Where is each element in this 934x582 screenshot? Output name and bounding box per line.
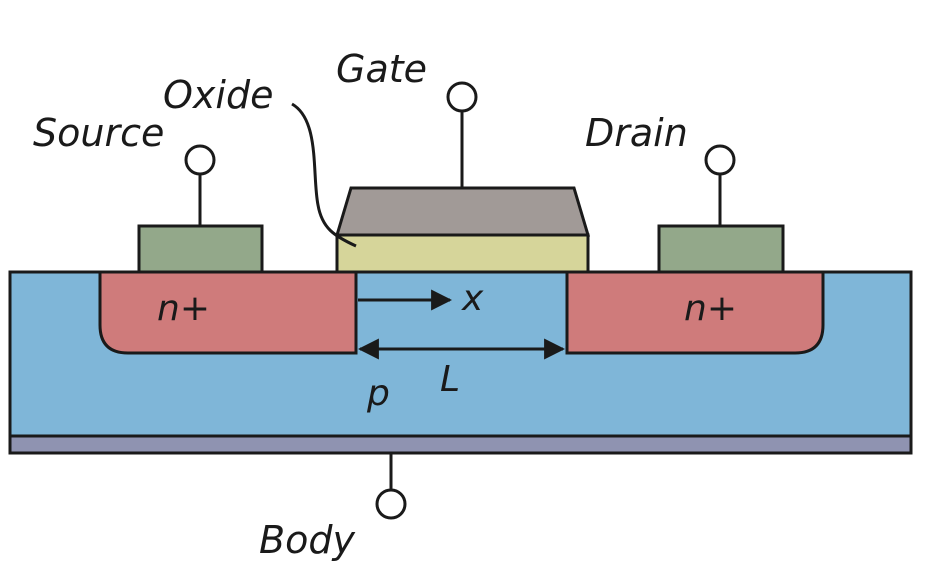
source-contact [137, 224, 264, 274]
gate-label: Gate [336, 47, 427, 91]
terminal-circle-icon [184, 144, 216, 176]
body-label: Body [259, 518, 355, 562]
drain-n-plus-region [565, 270, 825, 355]
oxide-label: Oxide [163, 73, 273, 117]
terminal-circle-icon [375, 488, 407, 520]
source-region-label: n+ [157, 288, 210, 329]
oxide-leader-line [291, 102, 357, 248]
x-axis-label: x [461, 278, 484, 319]
terminal-circle-icon [446, 81, 478, 113]
drain-contact [657, 224, 785, 274]
gate-electrode [334, 186, 591, 237]
substrate-label: p [366, 373, 390, 414]
terminal-circle-icon [704, 144, 736, 176]
drain-region-label: n+ [684, 288, 737, 329]
source-n-plus-region [98, 270, 358, 355]
gate-oxide [335, 233, 590, 274]
drain-label: Drain [585, 111, 688, 155]
body-contact-strip [8, 434, 913, 455]
source-label: Source [33, 111, 164, 155]
channel-length-label: L [440, 359, 460, 400]
